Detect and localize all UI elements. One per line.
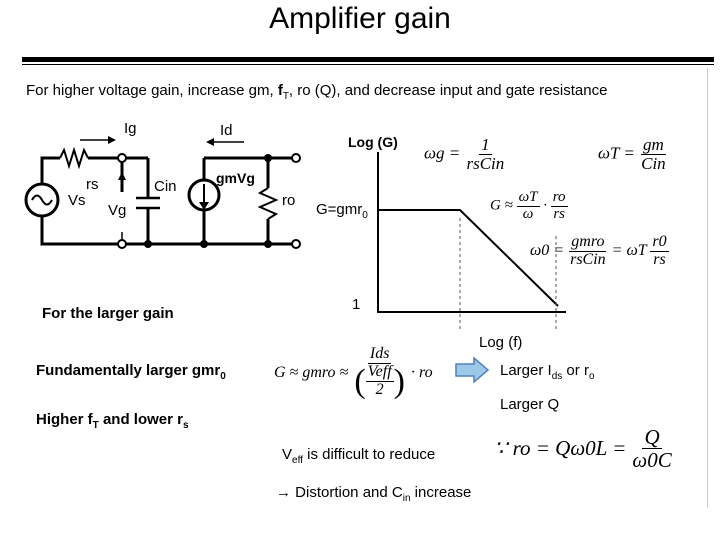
note-higher-a: Higher f — [36, 411, 93, 428]
label-ig: Ig — [124, 120, 137, 137]
eq-omega-g-lhs: ωg = — [424, 143, 461, 163]
res1-a: Larger I — [500, 362, 552, 379]
eq-g-f2-den: rs — [553, 205, 565, 222]
bode-gain-label: G=gmr0 — [316, 201, 368, 221]
eq-g-f1-num: ωT — [516, 189, 540, 207]
dist-a: Distortion and C — [291, 484, 403, 501]
title-rule-thick — [22, 57, 714, 62]
arrow-glyph-icon: → — [276, 484, 291, 501]
veff-sub: eff — [292, 455, 303, 466]
junction-dot — [264, 154, 272, 162]
eq-w0-mid: = ωT — [611, 241, 647, 259]
eq-q-den: ω0C — [632, 448, 672, 473]
intro-part-a: For higher voltage gain, increase gm, — [26, 82, 278, 99]
dist-sub: in — [402, 493, 411, 504]
note-fund-text: Fundamentally larger gmr — [36, 362, 221, 379]
note-higher-ft: Higher fT and lower rs — [36, 411, 189, 431]
eq-big-lhs: G ≈ gmro ≈ — [274, 363, 349, 381]
label-vg: Vg — [108, 202, 127, 219]
note-fundamental: Fundamentally larger gmr0 — [36, 362, 226, 382]
junction-dot — [144, 240, 152, 248]
veff-v: V — [282, 446, 293, 463]
result-larger-q: Larger Q — [500, 396, 560, 413]
result-larger-ids: Larger Ids or ro — [500, 362, 595, 382]
bode-gain-curve — [378, 209, 559, 307]
label-cin: Cin — [154, 178, 177, 195]
label-gmvg: gmVg — [216, 170, 255, 186]
right-border-line — [707, 68, 708, 508]
intro-text: For higher voltage gain, increase gm, fT… — [26, 82, 607, 102]
label-rs: rs — [86, 176, 99, 193]
note-veff: Veff is difficult to reduce — [282, 446, 435, 466]
eq-omega-g-num: 1 — [479, 135, 492, 155]
source-terminal — [117, 239, 127, 249]
source-sine-icon — [31, 194, 53, 206]
output-terminal-top — [291, 153, 301, 163]
note-larger-gain: For the larger gain — [42, 305, 174, 322]
intro-part-b: , ro (Q), and decrease input and gate re… — [288, 82, 608, 99]
eq-w0-f2-den: rs — [653, 250, 666, 268]
eq-q-lhs: ∵ ro = Qω0L = — [494, 436, 627, 461]
eq-w0-lhs: ω0 = — [530, 241, 565, 259]
bode-axes — [377, 152, 566, 313]
resistor-rs — [59, 146, 89, 170]
eq-w0-f1-num: gmro — [569, 233, 607, 252]
eq-big-den-num: Veff — [365, 363, 394, 383]
eq-omega-t-lhs: ωT = — [598, 143, 635, 163]
title-rule-thin — [22, 64, 714, 65]
dist-b: increase — [410, 484, 472, 501]
gain-label-text: G=gmr — [316, 201, 363, 218]
res1-ds-sub: ds — [551, 371, 563, 382]
eq-w0-f2-num: r0 — [650, 233, 669, 252]
eq-big-tail: · ro — [410, 363, 433, 381]
label-id: Id — [220, 122, 233, 139]
eq-big-num: Ids — [367, 345, 392, 364]
eq-w0-f1-den: rsCin — [570, 250, 606, 268]
right-arrow-icon — [455, 356, 490, 384]
bode-ylabel: Log (G) — [348, 134, 398, 150]
junction-dot — [200, 240, 208, 248]
intro-fT: f — [277, 82, 283, 99]
gain-label-sub: 0 — [362, 210, 368, 221]
intro-T-sub: T — [282, 91, 289, 102]
label-ro: ro — [282, 192, 296, 209]
page-title: Amplifier gain — [269, 2, 451, 35]
note-higher-s-sub: s — [182, 420, 189, 431]
label-vs: Vs — [68, 192, 86, 209]
eq-omega-g-den: rsCin — [466, 153, 505, 173]
note-higher-t-sub: T — [92, 420, 99, 431]
bode-xlabel: Log (f) — [479, 334, 523, 351]
note-higher-b: and lower r — [98, 411, 183, 428]
note-distortion: → Distortion and Cin increase — [276, 484, 471, 504]
eq-g-f1-den: ω — [522, 205, 534, 222]
eq-omega-t-num: gm — [641, 135, 666, 155]
eq-g-lhs: G ≈ — [490, 197, 513, 214]
eq-g-dot: · — [543, 197, 548, 214]
eq-omega-t-den: Cin — [641, 153, 666, 173]
resistor-ro — [257, 187, 279, 220]
gate-terminal — [117, 153, 127, 163]
res1-o-sub: o — [588, 371, 595, 382]
res1-b: or r — [562, 362, 589, 379]
veff-rest: is difficult to reduce — [302, 446, 436, 463]
output-terminal-bottom — [291, 239, 301, 249]
eq-big-den-den: 2 — [375, 381, 384, 399]
note-fund-sub: 0 — [220, 371, 226, 382]
eq-g-f2-num: ro — [550, 189, 568, 207]
junction-dot — [264, 240, 272, 248]
bode-one-label: 1 — [352, 296, 361, 313]
eq-q-num: Q — [642, 425, 662, 450]
